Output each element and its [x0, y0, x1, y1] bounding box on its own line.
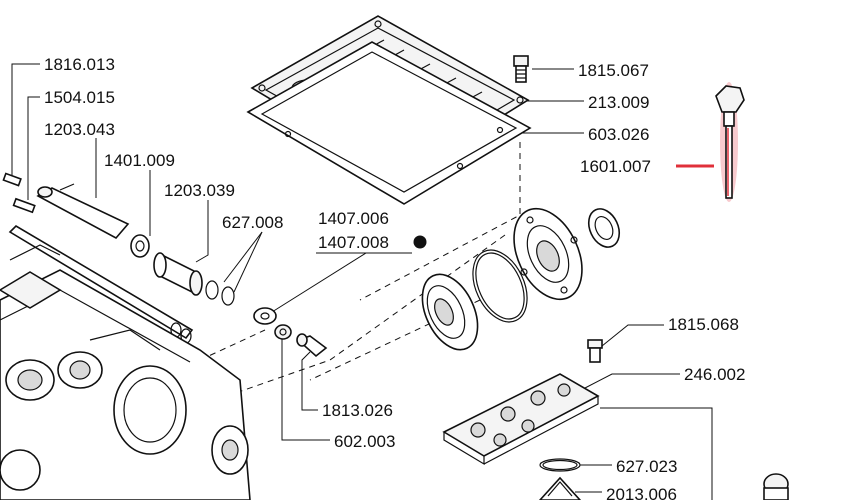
label-1407-006: 1407.006 — [318, 209, 389, 228]
label-1815-067: 1815.067 — [578, 61, 649, 80]
bearing — [421, 273, 479, 351]
pump-housing — [0, 244, 251, 500]
label-1203-043: 1203.043 — [44, 120, 115, 139]
label-1601-007: 1601.007 — [580, 157, 651, 176]
label-1203-039: 1203.039 — [164, 181, 235, 200]
shaft-seal — [587, 208, 621, 248]
pin-1816-013 — [2, 172, 22, 187]
part-labels: 1816.013 1504.015 1203.043 1401.009 1203… — [44, 55, 745, 500]
gasket — [246, 41, 532, 205]
oring-627-023 — [539, 458, 581, 472]
label-1407-008: 1407.008 — [318, 233, 389, 252]
plate-246-002 — [442, 373, 600, 466]
label-603-026: 603.026 — [588, 125, 649, 144]
screw-1815-068 — [587, 339, 603, 363]
pin-1504-015 — [12, 197, 36, 214]
long-rod — [8, 224, 194, 344]
assembly-dashed-lines — [199, 142, 521, 396]
orings-627-008 — [205, 280, 235, 306]
dipstick-highlighted — [715, 82, 745, 202]
label-627-008: 627.008 — [222, 213, 283, 232]
label-1816-013: 1816.013 — [44, 55, 115, 74]
oring-large — [472, 249, 528, 323]
label-627-023: 627.023 — [616, 457, 677, 476]
label-213-009: 213.009 — [588, 93, 649, 112]
leader-lines — [11, 63, 713, 500]
label-1815-068: 1815.068 — [668, 315, 739, 334]
bolt-1815-067 — [513, 55, 529, 83]
label-602-003: 602.003 — [334, 432, 395, 451]
cone-2013-006 — [538, 476, 582, 500]
label-2013-006: 2013.006 — [606, 485, 677, 500]
filled-circle-icon — [413, 235, 427, 249]
shaft-1203-043 — [36, 183, 130, 240]
washer-1407-006 — [253, 307, 277, 325]
label-1813-026: 1813.026 — [322, 401, 393, 420]
label-1401-009: 1401.009 — [104, 151, 175, 170]
washer-1401-009 — [130, 234, 150, 258]
bolt-1813-026 — [296, 333, 328, 358]
sleeve-1203-039 — [153, 252, 203, 296]
seal-602-003 — [274, 324, 292, 340]
label-246-002: 246.002 — [684, 365, 745, 384]
label-1504-015: 1504.015 — [44, 88, 115, 107]
flange — [513, 207, 583, 301]
fitting-bottom-right — [763, 473, 789, 500]
